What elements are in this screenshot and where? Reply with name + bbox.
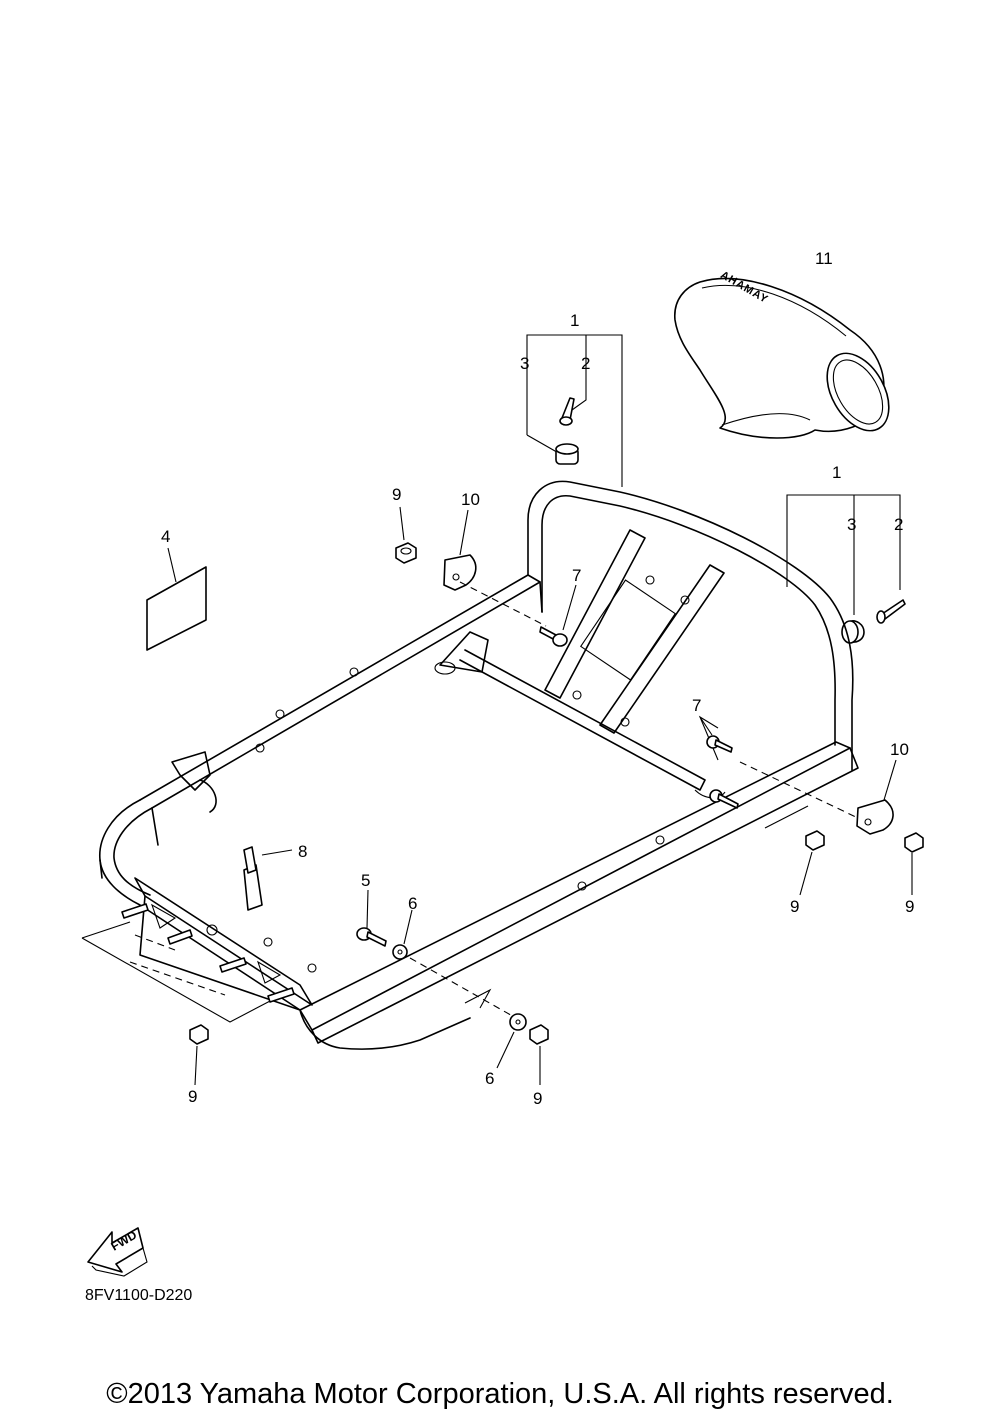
callout-9-right-a: 9 [790,897,799,916]
callouts: 11 1 3 2 1 3 2 4 9 10 7 7 10 8 5 6 9 9 6… [161,249,914,1108]
callout-6-lower: 6 [485,1069,494,1088]
clip-top [443,509,477,591]
frame [99,480,859,1050]
hook-part [243,846,293,911]
bolts-right [698,715,739,809]
callout-9-bottom-left: 9 [188,1087,197,1106]
callout-2-right: 2 [894,515,903,534]
callout-1-right: 1 [832,463,841,482]
fasteners [81,506,924,1086]
callout-10-right: 10 [890,740,909,759]
copyright-notice: ©2013 Yamaha Motor Corporation, U.S.A. A… [106,1378,894,1410]
seat-cover-part: YAMAHA [674,269,890,439]
callout-10-top: 10 [461,490,480,509]
callout-3-top: 3 [520,354,529,373]
callout-2-top: 2 [581,354,590,373]
nuts-right [799,830,924,896]
callout-8: 8 [298,842,307,861]
callout-7-top: 7 [572,566,581,585]
callout-6-upper: 6 [408,894,417,913]
callout-7-right: 7 [692,696,701,715]
nut-top-left [395,506,417,564]
washer-nut-lower [496,1013,549,1085]
callout-11: 11 [815,249,833,268]
callout-1-top: 1 [570,311,579,330]
top-damper-set [526,334,623,487]
callout-3-right: 3 [847,515,856,534]
clip-right [856,759,897,835]
bolt-top [539,584,577,647]
front-studs [81,903,295,1086]
decal-part [146,547,207,651]
right-damper-set [786,494,906,644]
callout-9-top-left: 9 [392,485,401,504]
callout-9-bottom: 9 [533,1089,542,1108]
callout-4: 4 [161,527,170,546]
diagram-code: 8FV1100-D220 [85,1287,192,1304]
bolt-washer-center [356,889,413,960]
callout-5: 5 [361,871,370,890]
fwd-arrow-icon: FWD [87,1227,148,1277]
callout-9-right-b: 9 [905,897,914,916]
